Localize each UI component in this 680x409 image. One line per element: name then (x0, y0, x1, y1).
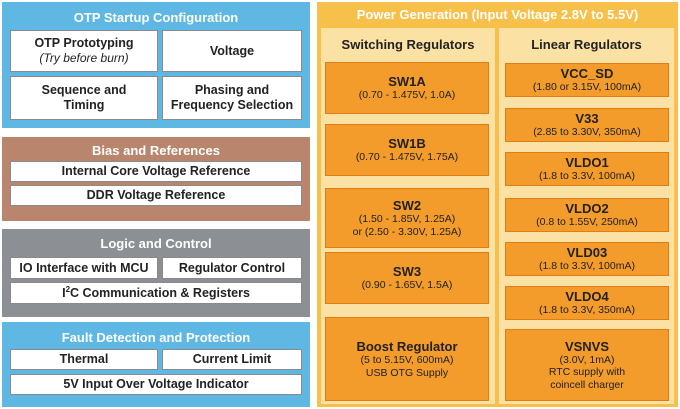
switching-spec: (0.70 - 1.475V, 1.75A) (355, 151, 459, 164)
linear-name: VLDO1 (565, 155, 609, 171)
switching-spec: (0.70 - 1.475V, 1.0A) (358, 89, 456, 102)
switching-spec: or (2.50 - 3.30V, 1.25A) (352, 225, 462, 238)
linear-vldo1-box: VLDO1(1.8 to 3.3V, 100mA) (505, 152, 669, 186)
linear-vldo2-box: VLDO2(0.8 to 1.55V, 250mA) (505, 198, 669, 232)
thermal-label: Thermal (59, 352, 109, 366)
switching-sw3-box: SW3(0.90 - 1.65V, 1.5A) (325, 252, 489, 304)
power-generation-panel: Power Generation (Input Voltage 2.8V to … (317, 2, 678, 407)
linear-name: VLD03 (566, 245, 608, 261)
io-interface-label: IO Interface with MCU (19, 260, 149, 275)
otp-title: OTP Startup Configuration (73, 10, 239, 25)
power-title: Power Generation (Input Voltage 2.8V to … (356, 7, 639, 22)
current-limit-box: Current Limit (162, 349, 302, 370)
voltage-label: Voltage (209, 43, 255, 58)
linear-spec: (1.80 or 3.15V, 100mA) (532, 81, 642, 94)
linear-name: VCC_SD (560, 66, 614, 82)
otp-prototyping-box: OTP Prototyping (Try before burn) (10, 30, 158, 72)
bias-references-panel: Bias and References Internal Core Voltag… (2, 137, 310, 221)
fault-title: Fault Detection and Protection (61, 330, 251, 345)
linear-vldo4-box: VLDO4(1.8 to 3.3V, 350mA) (505, 286, 669, 320)
io-interface-box: IO Interface with MCU (10, 257, 158, 279)
sequence-label: Sequence and (41, 83, 127, 97)
switching-sw1b-box: SW1B(0.70 - 1.475V, 1.75A) (325, 124, 489, 176)
otp-prototyping-label: OTP Prototyping (34, 36, 134, 51)
linear-spec: RTC supply with (548, 366, 626, 379)
switching-name: SW1B (388, 136, 426, 152)
linear-spec: (0.8 to 1.55V, 250mA) (536, 216, 638, 229)
linear-spec: coincell charger (550, 378, 624, 391)
sequence-timing-box: Sequence and Timing (10, 76, 158, 120)
i2c-communication-box: I2C Communication & Registers (10, 282, 302, 304)
switching-spec: (0.90 - 1.65V, 1.5A) (361, 279, 453, 292)
otp-startup-panel: OTP Startup Configuration OTP Prototypin… (2, 2, 310, 128)
over-voltage-indicator-label: 5V Input Over Voltage Indicator (63, 377, 249, 391)
linear-v33-box: V33(2.85 to 3.30V, 350mA) (505, 108, 669, 142)
ddr-voltage-reference-label: DDR Voltage Reference (86, 188, 226, 202)
fault-detection-panel: Fault Detection and Protection Thermal C… (2, 322, 310, 407)
switching-sw2-box: SW2(1.50 - 1.85V, 1.25A)or (2.50 - 3.30V… (325, 188, 489, 248)
linear-vcc-sd-box: VCC_SD(1.80 or 3.15V, 100mA) (505, 63, 669, 97)
linear-name: VSNVS (564, 338, 610, 354)
switching-title: Switching Regulators (341, 37, 475, 52)
linear-spec: (1.8 to 3.3V, 350mA) (539, 304, 635, 317)
thermal-box: Thermal (10, 349, 158, 370)
current-limit-label: Current Limit (192, 352, 272, 366)
linear-name: VLDO4 (565, 289, 609, 305)
logic-title: Logic and Control (100, 236, 212, 251)
switching-name: Boost Regulator (356, 338, 458, 354)
linear-spec: (1.8 to 3.3V, 100mA) (539, 260, 635, 273)
switching-sw1a-box: SW1A(0.70 - 1.475V, 1.0A) (325, 62, 489, 114)
switching-name: SW1A (388, 74, 426, 90)
linear-name: VLDO2 (565, 201, 609, 217)
over-voltage-indicator-box: 5V Input Over Voltage Indicator (10, 374, 302, 395)
ddr-voltage-reference-box: DDR Voltage Reference (10, 185, 302, 206)
switching-name: SW2 (392, 197, 422, 213)
linear-name: V33 (575, 111, 599, 127)
core-voltage-reference-box: Internal Core Voltage Reference (10, 161, 302, 182)
regulator-control-box: Regulator Control (162, 257, 302, 279)
linear-title: Linear Regulators (531, 37, 642, 52)
linear-spec: (3.0V, 1mA) (559, 354, 615, 367)
linear-spec: (1.8 to 3.3V, 100mA) (539, 170, 635, 183)
switching-spec: USB OTG Supply (365, 366, 449, 379)
otp-prototyping-note: (Try before burn) (39, 51, 129, 66)
switching-name: SW3 (392, 264, 422, 280)
switching-spec: (1.50 - 1.85V, 1.25A) (358, 213, 456, 226)
bias-title: Bias and References (92, 143, 220, 158)
logic-control-panel: Logic and Control IO Interface with MCU … (2, 229, 310, 317)
phasing-box: Phasing and Frequency Selection (162, 76, 302, 120)
frequency-label: Frequency Selection (170, 98, 294, 112)
regulator-control-label: Regulator Control (178, 260, 286, 275)
switching-boost-regulator-box: Boost Regulator(5 to 5.15V, 600mA)USB OT… (325, 317, 489, 401)
voltage-box: Voltage (162, 30, 302, 72)
timing-label: Timing (63, 98, 105, 112)
linear-spec: (2.85 to 3.30V, 350mA) (533, 126, 641, 139)
i2c-communication-label: I2C Communication & Registers (62, 284, 250, 301)
linear-vld03-box: VLD03(1.8 to 3.3V, 100mA) (505, 242, 669, 276)
phasing-label: Phasing and (194, 83, 270, 97)
switching-spec: (5 to 5.15V, 600mA) (360, 354, 454, 367)
core-voltage-reference-label: Internal Core Voltage Reference (61, 164, 251, 178)
